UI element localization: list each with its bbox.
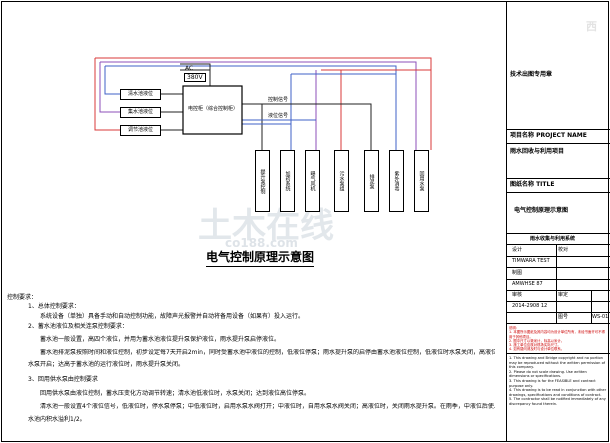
note-line-6: 水泵开启；达高于蓄水池的运行液位时，雨水提升泵关闭。 xyxy=(28,361,185,368)
note-line-7: 3、回用供水泵由控制要求 xyxy=(28,376,98,383)
input-box-2: 集水池液位 xyxy=(120,107,161,118)
drawing-title-value: 电气控制原理示意图 xyxy=(514,207,569,214)
en-note-0: 1. This drawing and Bridge copyright and… xyxy=(509,356,606,370)
output-box-3: 曝气风机 xyxy=(305,150,320,212)
cn-note-0: 说明： xyxy=(509,326,520,330)
output-box-1: 提升泵控制 xyxy=(255,150,270,212)
line-label-control: 控制信号 xyxy=(268,97,289,103)
output-box-2: 加药系统 xyxy=(280,150,295,212)
cn-note-3: 3. 施工单位应核对现场实际尺寸。 xyxy=(509,343,561,348)
en-note-3: 4. This drawing is to be read in conjunc… xyxy=(509,388,607,397)
row-value-design: TIMWARA TEST xyxy=(512,258,550,264)
input-box-1: 清水池液位 xyxy=(120,89,161,100)
project-name-value: 雨水回收与利用项目 xyxy=(510,148,565,155)
cn-note-1: 1. 本图所示图纸及其内容均为设计单位所有，未经书面许可不得用于其他项目。 xyxy=(509,330,605,339)
notes-heading: 控制要求： xyxy=(7,294,38,301)
note-line-9: 清水池一般设置4个液位信号，低液位时，停水泵停泵；中低液位时，启用水泵水阀打开；… xyxy=(40,403,495,410)
cn-notes: 说明： 1. 本图所示图纸及其内容均为设计单位所有，未经书面许可不得用于其他项目… xyxy=(509,326,607,352)
note-line-3: 2、蓄水池液位及相关连泵控制要求： xyxy=(28,323,128,330)
line-label-level: 液位信号 xyxy=(268,113,289,119)
note-line-4: 蓄水池一般设置，高四个液位，并用为蓄水池液位提升泵保护液位，雨水提升泵启停液位。 xyxy=(40,336,281,343)
voltage-label: 380V xyxy=(184,73,206,82)
row-label-drawing-no: 图号 xyxy=(558,314,569,320)
row-label-approve: 审定 xyxy=(558,292,569,298)
watermark-logo-text: 土木在线 xyxy=(198,206,334,246)
row-value-drawn: AMWHSE 87 xyxy=(512,281,543,287)
corner-watermark: 西 xyxy=(586,20,597,33)
ac-label: AC xyxy=(185,65,194,72)
output-box-6: 紫外消毒 xyxy=(389,150,404,212)
table-header: 雨水收集与利用系统 xyxy=(530,236,576,242)
drawing-title-label: 图纸名称 TITLE xyxy=(510,181,555,188)
wiring-diagram xyxy=(94,57,432,150)
en-note-2: 3. This drawing is for the FEASIBLE and … xyxy=(509,378,596,388)
note-line-5: 蓄水池排泥泵按照时间和液位控制，初步设定每7天开启2min，同时受蓄水池中液位的… xyxy=(40,349,495,356)
watermark-url: co188.com xyxy=(225,236,298,250)
note-line-1: 1、总体控制要求： xyxy=(28,303,80,310)
row-label-design: 设计 xyxy=(512,247,523,253)
note-line-8: 回用供水泵由液位控制，蓄水压变化方动调节转速；清水池低液位时，水泵关闭；达到液位… xyxy=(40,390,311,397)
row-value-drawing-no: WS-01 xyxy=(592,314,609,320)
output-box-4: 污水泵组 xyxy=(334,150,349,212)
en-note-4: 5. The contractor shall be notified imme… xyxy=(509,397,606,406)
stamp-label: 技术出图专用章 xyxy=(510,71,553,78)
cn-note-2: 2. 图中尺寸以毫米计，标高以米计。 xyxy=(509,338,565,343)
en-note-1: 2. Please do not scale drawing. Use writ… xyxy=(509,369,587,379)
en-notes: 1. This drawing and Bridge copyright and… xyxy=(509,356,607,407)
output-box-5: 排泥泵 xyxy=(364,150,379,212)
cn-note-4: 4. 如有疑问请及时与设计单位联系。 xyxy=(509,347,565,352)
project-name-label: 项目名称 PROJECT NAME xyxy=(510,132,587,139)
output-box-7: 回用水泵 xyxy=(414,150,429,212)
note-line-2: 系统设备（单独）具备手动和自动控制功能，故障声光报警并自动将备用设备（如果有）投… xyxy=(40,313,305,320)
input-box-3: 调节池液位 xyxy=(120,125,161,136)
row-label-review: 审核 xyxy=(512,292,523,298)
row-label-check: 校对 xyxy=(558,247,569,253)
note-line-10: 水池内积水溢利1/2。 xyxy=(28,416,86,423)
row-label-drawn: 制图 xyxy=(512,270,523,276)
row-value-review: 2014-2908 12 xyxy=(512,303,548,309)
title-block-lines xyxy=(506,129,610,354)
diagram-title: 电气控制原理示意图 xyxy=(206,248,315,267)
controller-label: 电控柜（综合控制柜） xyxy=(187,106,238,112)
